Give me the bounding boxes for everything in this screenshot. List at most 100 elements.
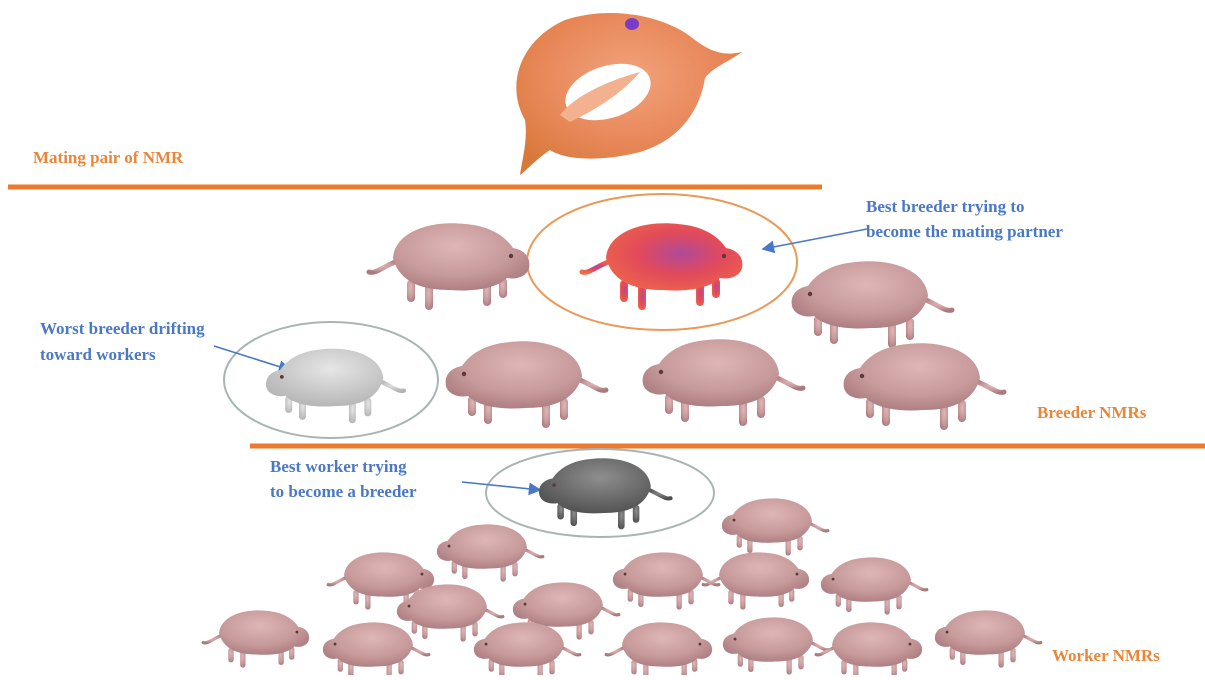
mating-pair-label: Mating pair of NMR: [33, 147, 183, 169]
nmr-leg: [364, 397, 371, 416]
nmr-body: [219, 610, 309, 654]
breeder-nmr: [643, 339, 803, 426]
worker-nmr: [203, 610, 309, 667]
nmr-body: [832, 622, 922, 666]
nmr-leg: [472, 622, 477, 637]
nmr-body: [266, 349, 383, 407]
nmr-body: [622, 622, 712, 666]
nmr-body: [474, 622, 564, 666]
nmr-leg: [1010, 648, 1015, 663]
nmr-body: [606, 223, 742, 290]
nmr-leg: [407, 280, 415, 302]
nmr-tail: [812, 643, 829, 650]
nmr-body: [844, 343, 980, 410]
nmr-body: [513, 582, 603, 626]
nmr-eye: [808, 292, 812, 296]
nmr-eye: [734, 638, 737, 641]
nmr-tail: [1024, 636, 1041, 643]
nmr-leg: [560, 398, 568, 420]
nmr-body: [323, 622, 413, 666]
nmr-tail: [563, 648, 580, 655]
nmr-tail: [382, 382, 404, 391]
worker-nmr: [613, 552, 719, 609]
nmr-eye: [659, 370, 663, 374]
nmr-tail: [606, 648, 623, 655]
nmr-eye: [699, 643, 702, 646]
nmr-leg: [228, 648, 233, 663]
nmr-eye: [946, 631, 949, 634]
nmr-leg: [757, 396, 765, 418]
nmr-body: [446, 341, 582, 408]
nmr-tail: [910, 583, 927, 590]
worker-nmr: [935, 610, 1041, 667]
breeder-nmr: [844, 343, 1004, 430]
best-worker-annotation-line-1: Best worker trying: [270, 456, 407, 478]
nmr-eye: [296, 631, 299, 634]
nmr-leg: [688, 590, 693, 605]
worker-nmr: [816, 622, 922, 675]
nmr-leg: [841, 660, 846, 675]
nmr-leg: [549, 660, 554, 675]
nmr-body: [935, 610, 1025, 654]
nmr-body: [437, 524, 527, 568]
worst-breeder-annotation-line-1: Worst breeder drifting: [40, 318, 205, 340]
best-worker-annotation-line-2: to become a breeder: [270, 481, 417, 503]
workers-label: Worker NMRs: [1052, 645, 1160, 667]
worker-nmr: [821, 557, 927, 614]
breeder-nmr: [369, 223, 529, 310]
nmr-tail: [978, 382, 1004, 392]
nmr-tail: [777, 378, 803, 388]
nmr-eye: [509, 254, 513, 258]
nmr-eye: [280, 375, 284, 379]
nmr-body: [613, 552, 703, 596]
best-breeder-annotation-line-2: become the mating partner: [866, 221, 1063, 243]
breeders-label: Breeder NMRs: [1037, 402, 1146, 424]
nmr-body: [719, 552, 809, 596]
nmr-eye: [408, 605, 411, 608]
nmr-eye: [722, 254, 726, 258]
nmr-leg: [398, 660, 403, 675]
nmr-tail: [580, 380, 606, 390]
best-breeder-nmr: [582, 223, 742, 310]
nmr-leg: [906, 318, 914, 340]
nmr-tail: [602, 608, 619, 615]
best-worker-nmr: [539, 458, 671, 529]
nmr-leg: [588, 620, 593, 635]
nmr-leg: [797, 536, 802, 551]
nmr-tail: [582, 262, 608, 272]
worker-nmr: [723, 617, 829, 674]
nmr-eye: [860, 374, 864, 378]
nmr-body: [643, 339, 779, 406]
nmr-leg: [798, 655, 803, 670]
nmr-tail: [328, 578, 345, 585]
nmr-tail: [203, 636, 220, 643]
nmr-body: [539, 458, 651, 513]
nmr-leg: [631, 660, 636, 675]
nmr-tail: [412, 648, 429, 655]
worker-nmr: [606, 622, 712, 675]
mating-pair-illustration: [516, 13, 742, 175]
nmr-leg: [728, 590, 733, 605]
nmr-eye: [485, 643, 488, 646]
worst-breeder-arrow: [214, 346, 290, 370]
nmr-eye: [448, 545, 451, 548]
worst-breeder-annotation-line-2: toward workers: [40, 344, 156, 366]
nmr-leg: [512, 562, 517, 577]
nmr-eye: [334, 643, 337, 646]
breeder-nmr: [446, 341, 606, 428]
nmr-tail: [811, 524, 828, 531]
nmr-eye: [552, 483, 556, 487]
nmr-tail: [369, 262, 395, 272]
worker-nmr: [437, 524, 543, 581]
nmr-tail: [649, 490, 670, 499]
best-breeder-annotation-line-1: Best breeder trying to: [866, 196, 1024, 218]
nmr-tail: [926, 300, 952, 310]
nmr-eye: [733, 519, 736, 522]
nmr-eye: [624, 573, 627, 576]
nmr-tail: [526, 550, 543, 557]
nmr-eye: [832, 578, 835, 581]
nmr-leg: [353, 590, 358, 605]
nmr-eye: [421, 573, 424, 576]
nmr-body: [821, 557, 911, 601]
worker-nmr: [474, 622, 580, 675]
